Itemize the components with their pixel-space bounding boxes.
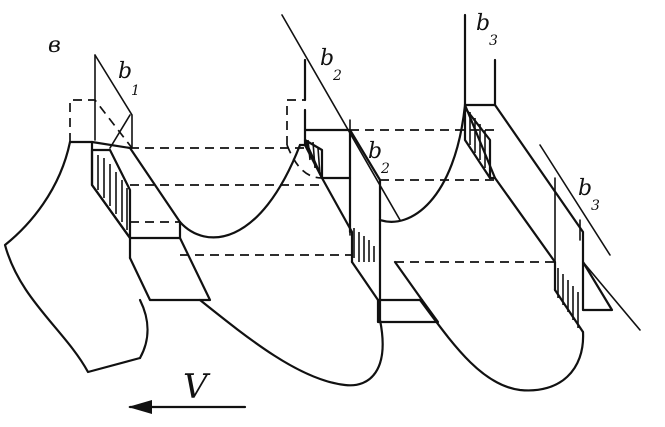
svg-text:b: b bbox=[320, 46, 334, 71]
label-b2-top: b 2 bbox=[320, 46, 342, 84]
tooth-2 bbox=[198, 14, 440, 387]
velocity-label: V bbox=[183, 367, 211, 407]
label-b1: b 1 bbox=[118, 59, 140, 99]
gullet-1 bbox=[178, 143, 302, 239]
svg-text:b: b bbox=[118, 59, 132, 84]
gullet-2 bbox=[378, 103, 467, 223]
hatch-2 bbox=[307, 139, 375, 262]
svg-text:3: 3 bbox=[489, 33, 498, 49]
tooth-3 bbox=[418, 13, 641, 392]
label-b2-mid: b 2 bbox=[368, 139, 390, 177]
label-b3-right: b 3 bbox=[578, 176, 600, 214]
svg-text:b: b bbox=[368, 139, 382, 164]
velocity-arrow bbox=[128, 400, 247, 414]
label-b3-top: b 3 bbox=[476, 11, 498, 49]
view-label: в bbox=[48, 33, 61, 58]
svg-text:b: b bbox=[578, 176, 592, 201]
hatch-3 bbox=[469, 112, 579, 328]
reference-lines bbox=[130, 129, 555, 263]
svg-text:2: 2 bbox=[332, 68, 342, 84]
svg-text:b: b bbox=[476, 11, 490, 36]
svg-text:3: 3 bbox=[591, 198, 600, 214]
svg-text:1: 1 bbox=[131, 83, 140, 99]
tooth-1 bbox=[3, 54, 212, 374]
svg-text:2: 2 bbox=[380, 161, 390, 177]
hatch-1 bbox=[97, 155, 128, 230]
